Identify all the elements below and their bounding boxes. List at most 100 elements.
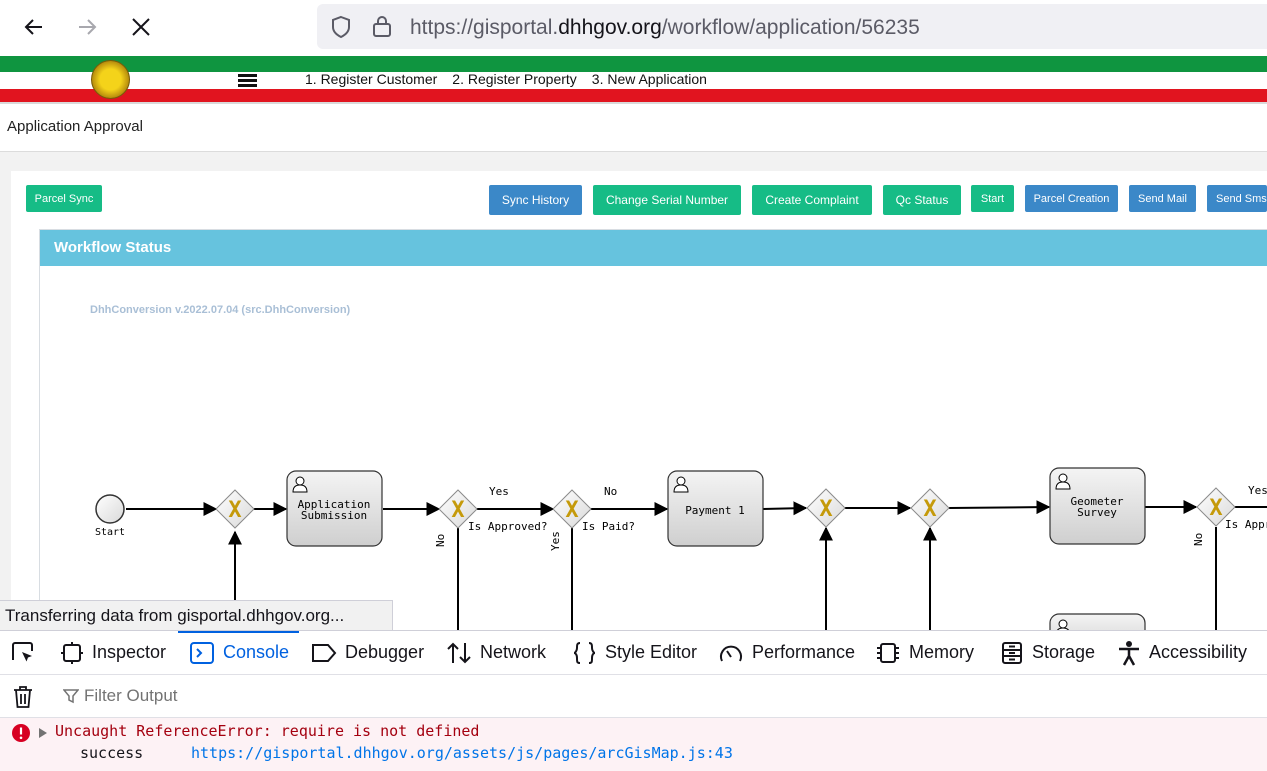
url-text[interactable]: https://gisportal.dhhgov.org/workflow/ap… bbox=[410, 16, 920, 40]
task-label: Payment 1 bbox=[685, 504, 745, 517]
parcel-creation-button[interactable]: Parcel Creation bbox=[1025, 185, 1118, 212]
sync-history-button[interactable]: Sync History bbox=[489, 185, 582, 215]
stack-frame-link[interactable]: https://gisportal.dhhgov.org/assets/js/p… bbox=[191, 744, 733, 762]
tab-network[interactable]: Network bbox=[446, 631, 546, 674]
tab-accessibility[interactable]: Accessibility bbox=[1117, 631, 1247, 674]
hamburger-menu-icon[interactable] bbox=[238, 74, 257, 89]
gateway-is-approved[interactable]: X bbox=[438, 489, 478, 529]
filter-output-input[interactable]: Filter Output bbox=[84, 686, 178, 705]
task-label-line-1: Application bbox=[298, 498, 371, 511]
lock-icon[interactable] bbox=[372, 14, 392, 38]
network-icon bbox=[447, 642, 471, 663]
accessibility-icon bbox=[1119, 640, 1139, 666]
flow-label-yes: Yes bbox=[489, 485, 509, 498]
nav-new-application[interactable]: 3. New Application bbox=[591, 71, 707, 87]
tab-performance[interactable]: Performance bbox=[718, 631, 855, 674]
trash-icon[interactable] bbox=[12, 685, 34, 709]
tab-label: Network bbox=[480, 642, 547, 662]
tab-label: Console bbox=[223, 642, 290, 662]
element-picker-button[interactable] bbox=[10, 631, 44, 674]
is-approved-2-label: Is Appr bbox=[1225, 518, 1267, 531]
shield-icon[interactable] bbox=[330, 15, 352, 39]
tab-label: Storage bbox=[1032, 642, 1096, 662]
flag-stripe-white bbox=[0, 72, 1267, 89]
gateway-merge-4[interactable]: X bbox=[910, 488, 950, 528]
flow-label-no-vertical-2: No bbox=[1192, 533, 1205, 546]
nav-register-customer[interactable]: 1. Register Customer bbox=[305, 71, 438, 87]
expand-triangle-icon[interactable] bbox=[38, 727, 48, 739]
browser-toolbar: https://gisportal.dhhgov.org/workflow/ap… bbox=[0, 0, 1267, 56]
site-header: 1. Register Customer 2. Register Property… bbox=[0, 56, 1267, 104]
qc-status-button[interactable]: Qc Status bbox=[883, 185, 961, 215]
workflow-version: DhhConversion v.2022.07.04 (src.DhhConve… bbox=[90, 304, 351, 316]
task-geometer-survey[interactable]: Geometer Survey bbox=[1049, 467, 1146, 545]
flow-label-yes-2: Yes bbox=[1248, 484, 1267, 497]
memory-chip-icon bbox=[877, 642, 899, 663]
back-icon[interactable] bbox=[17, 10, 51, 44]
console-error-message[interactable]: Uncaught ReferenceError: require is not … bbox=[0, 718, 1267, 771]
stop-icon[interactable] bbox=[124, 10, 158, 44]
tab-memory[interactable]: Memory bbox=[875, 631, 974, 674]
workflow-status-header: Workflow Status bbox=[40, 230, 1267, 266]
svg-text:X: X bbox=[1209, 496, 1222, 521]
svg-text:X: X bbox=[819, 497, 832, 522]
nav-register-property[interactable]: 2. Register Property bbox=[452, 71, 577, 87]
braces-icon bbox=[573, 641, 596, 664]
flow-to-geometer-survey bbox=[948, 500, 1051, 515]
active-tab-indicator bbox=[178, 631, 299, 633]
svg-text:X: X bbox=[565, 498, 578, 523]
tab-inspector[interactable]: Inspector bbox=[60, 631, 166, 674]
user-icon bbox=[1055, 473, 1071, 490]
task-payment[interactable]: Payment 1 bbox=[667, 470, 764, 547]
tab-console[interactable]: Console bbox=[189, 631, 289, 674]
gateway-merge-3[interactable]: X bbox=[806, 488, 846, 528]
flow-label-no-vertical: No bbox=[434, 534, 447, 547]
workflow-status-title: Workflow Status bbox=[54, 239, 172, 256]
create-complaint-button[interactable]: Create Complaint bbox=[752, 185, 872, 215]
send-mail-button[interactable]: Send Mail bbox=[1129, 185, 1196, 212]
emblem-logo[interactable] bbox=[91, 60, 130, 99]
storage-icon bbox=[1002, 641, 1022, 664]
inspector-icon bbox=[61, 641, 83, 664]
svg-text:X: X bbox=[923, 497, 936, 522]
gateway-is-paid[interactable]: X bbox=[552, 489, 592, 529]
forward-icon[interactable] bbox=[70, 10, 104, 44]
url-path: /workflow/application/56235 bbox=[661, 16, 920, 39]
debugger-icon bbox=[312, 643, 337, 662]
is-paid-label: Is Paid? bbox=[582, 520, 635, 533]
flow-payment-to-gateway bbox=[762, 501, 808, 516]
user-icon bbox=[292, 476, 308, 493]
flag-stripe-red bbox=[0, 89, 1267, 102]
user-icon bbox=[673, 476, 689, 493]
gateway-merge-1[interactable]: X bbox=[215, 489, 255, 529]
gauge-icon bbox=[720, 645, 742, 661]
change-serial-number-button[interactable]: Change Serial Number bbox=[593, 185, 741, 215]
flow-label-no: No bbox=[604, 485, 617, 498]
console-filter-row: Filter Output bbox=[0, 675, 1267, 718]
workflow-status-panel: Workflow Status DhhConversion v.2022.07.… bbox=[39, 229, 1267, 633]
tab-label: Memory bbox=[909, 642, 975, 662]
parcel-sync-button[interactable]: Parcel Sync bbox=[26, 185, 102, 212]
loading-status-text: Transferring data from gisportal.dhhgov.… bbox=[5, 606, 345, 625]
gateway-is-approved-2[interactable]: X bbox=[1196, 487, 1236, 527]
workflow-card: Parcel Sync Sync History Change Serial N… bbox=[11, 171, 1267, 633]
tab-debugger[interactable]: Debugger bbox=[311, 631, 424, 674]
svg-text:X: X bbox=[451, 498, 464, 523]
stack-frame-function: success bbox=[80, 744, 144, 762]
task-application-submission[interactable]: Application Submission bbox=[286, 470, 383, 547]
error-text: Uncaught ReferenceError: require is not … bbox=[55, 722, 480, 740]
is-approved-label: Is Approved? bbox=[468, 520, 547, 533]
address-bar[interactable]: https://gisportal.dhhgov.org/workflow/ap… bbox=[317, 4, 1267, 49]
page-title: Application Approval bbox=[7, 118, 143, 135]
header-nav: 1. Register Customer 2. Register Property… bbox=[305, 71, 722, 87]
url-domain: dhhgov.org bbox=[558, 16, 662, 39]
start-event[interactable] bbox=[95, 494, 125, 524]
tab-style-editor[interactable]: Style Editor bbox=[572, 631, 697, 674]
loading-status-tooltip: Transferring data from gisportal.dhhgov.… bbox=[0, 600, 393, 632]
send-sms-button[interactable]: Send Sms bbox=[1207, 185, 1267, 212]
tab-label: Performance bbox=[752, 642, 856, 662]
start-button[interactable]: Start bbox=[971, 185, 1014, 212]
start-event-label: Start bbox=[95, 527, 125, 538]
url-prefix: https://gisportal. bbox=[410, 16, 559, 39]
tab-storage[interactable]: Storage bbox=[1000, 631, 1095, 674]
